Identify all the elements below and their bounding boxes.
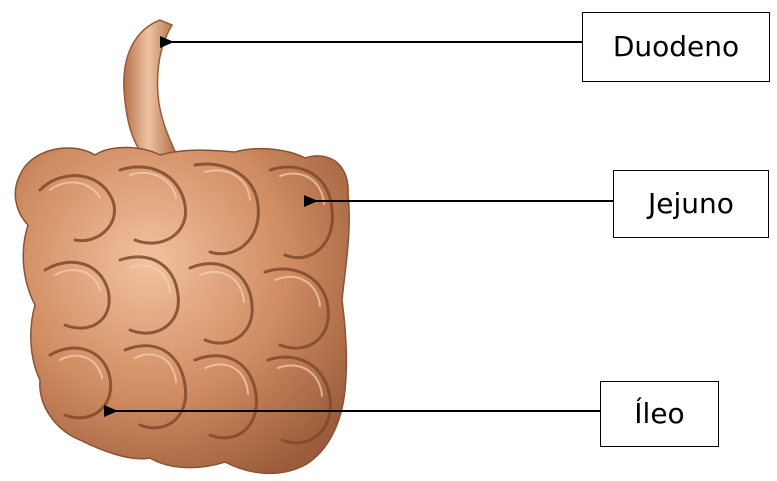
jejuno-label: Jejuno (648, 190, 734, 218)
duodeno-segment (124, 20, 178, 167)
jejuno-label-box: Jejuno (613, 170, 769, 238)
intestine-illustration (15, 20, 349, 473)
duodeno-label: Duodeno (613, 33, 739, 61)
duodeno-label-box: Duodeno (582, 12, 770, 82)
ileo-label-box: Íleo (600, 381, 719, 447)
ileo-label: Íleo (634, 400, 684, 428)
